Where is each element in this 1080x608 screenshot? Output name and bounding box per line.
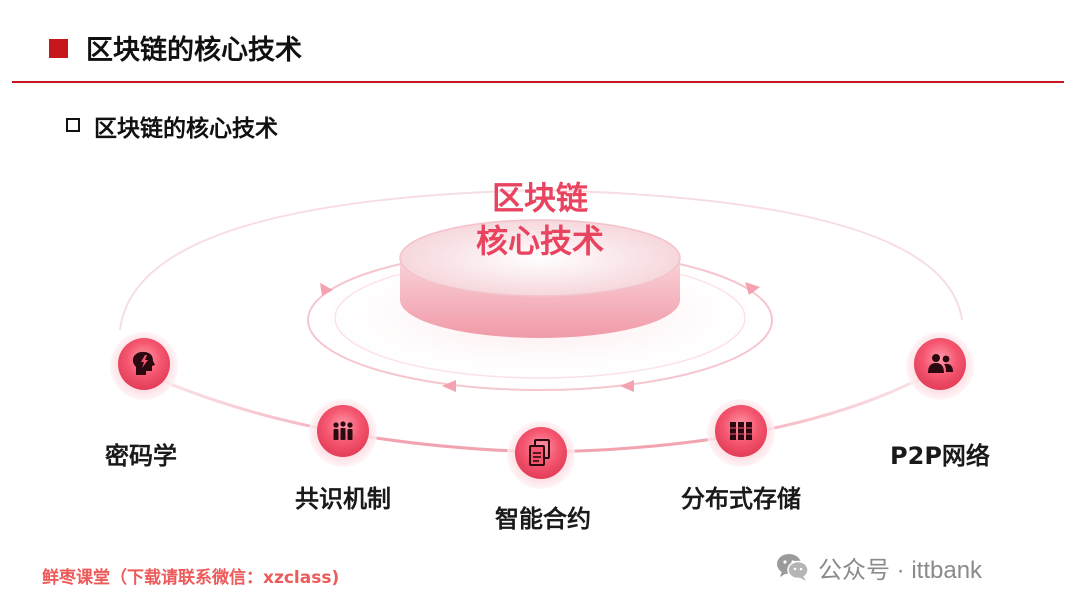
page-title: 区块链的核心技术: [86, 35, 302, 66]
ring-arrow-icon: [320, 283, 333, 296]
people-group-icon: [333, 421, 353, 440]
server-racks-icon: [730, 422, 752, 440]
documents-icon: [529, 439, 550, 466]
node-label-cryptography: 密码学: [105, 442, 177, 470]
header-marker: [49, 39, 68, 58]
ring-arrow-icon: [620, 380, 634, 392]
node-smart-contract: [507, 421, 575, 489]
ring-arrow-icon: [745, 282, 760, 295]
section-title: 区块链的核心技术: [94, 116, 278, 142]
node-p2p-network: [906, 332, 974, 400]
outer-orbit-top: [119, 188, 963, 331]
brain-lightning-icon: [132, 351, 155, 375]
node-consensus: [309, 399, 377, 467]
section-bullet: [66, 118, 80, 132]
ring-arrow-icon: [442, 380, 456, 392]
node-label-p2p-network: P2P网络: [890, 442, 990, 470]
node-label-distributed-storage: 分布式存储: [681, 485, 801, 513]
footer-contact-text: 鲜枣课堂（下载请联系微信：xzclass): [42, 568, 340, 588]
node-cryptography: [110, 332, 178, 400]
platform-top: [399, 219, 681, 297]
node-label-consensus: 共识机制: [295, 485, 391, 513]
wechat-account-label: 公众号 · ittbank: [818, 556, 983, 584]
center-title-line2: 核心技术: [475, 222, 604, 260]
center-title-line1: 区块链: [491, 179, 588, 217]
page-header: 区块链的核心技术: [0, 0, 1080, 84]
wechat-account-mark: 公众号 · ittbank: [776, 551, 983, 584]
wechat-icon: [777, 554, 809, 581]
header-divider: [12, 81, 1064, 83]
node-distributed-storage: [707, 399, 775, 467]
two-users-icon: [928, 354, 953, 373]
node-label-smart-contract: 智能合约: [495, 505, 591, 533]
